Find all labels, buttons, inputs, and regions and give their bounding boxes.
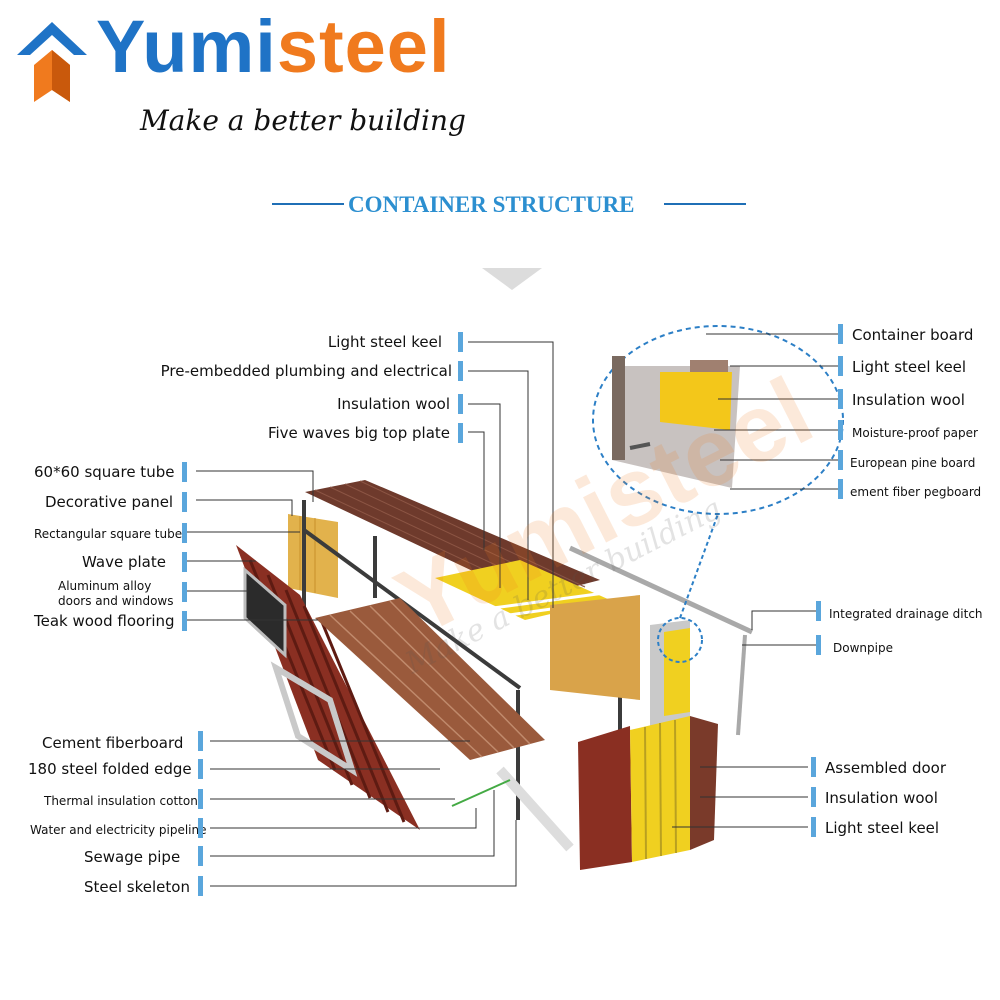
label-decorative-panel: Decorative panel — [45, 493, 174, 511]
brand-primary: Yumi — [96, 5, 277, 88]
window-frame — [270, 661, 358, 777]
label-light-steel-keel-top: Light steel keel — [327, 333, 442, 351]
label-bar — [811, 817, 816, 837]
detail-zoom-circle — [592, 325, 844, 515]
teak-floor — [315, 598, 545, 760]
leader-lines — [186, 333, 840, 887]
label-doors-and-windows: doors and windows — [58, 594, 174, 608]
wall-section-detail — [612, 356, 740, 488]
label-bar — [838, 324, 843, 344]
label-bar — [838, 420, 843, 440]
label-bar — [838, 450, 843, 470]
label-thermal-insulation-cotton: Thermal insulation cotton — [44, 794, 198, 808]
brand-name: Yumisteel — [96, 10, 451, 84]
label-light-steel-keel-door: Light steel keel — [825, 819, 940, 837]
label-light-steel-keel-detail: Light steel keel — [852, 358, 967, 376]
label-bar — [198, 818, 203, 838]
slogan: Make a better building — [140, 104, 466, 137]
label-cement-fiberboard: Cement fiberboard — [42, 734, 184, 752]
side-insulation — [664, 628, 690, 716]
label-five-waves-top-plate: Five waves big top plate — [267, 424, 450, 442]
label-fiber-pegboard: ement fiber pegboard — [850, 485, 982, 499]
label-container-board: Container board — [852, 326, 974, 344]
wave-plate-wall — [236, 545, 420, 830]
label-bar — [838, 479, 843, 499]
logo-icon — [17, 22, 87, 102]
brand-accent: steel — [276, 5, 451, 88]
label-bar — [182, 552, 187, 572]
down-arrow-icon — [482, 268, 542, 290]
label-sewage-pipe: Sewage pipe — [84, 848, 181, 866]
label-bar — [198, 759, 203, 779]
title-rule-right — [664, 203, 746, 205]
label-bar — [182, 492, 187, 512]
drainage-ditch — [568, 545, 754, 635]
detail-focus-circle — [657, 617, 703, 663]
label-bar — [458, 332, 463, 352]
pipelines — [451, 766, 574, 852]
label-bar — [198, 846, 203, 866]
label-teak-wood-flooring: Teak wood flooring — [34, 612, 175, 630]
label-european-pine-board: European pine board — [850, 456, 976, 470]
label-bar — [182, 462, 187, 482]
label-bar — [198, 731, 203, 751]
label-bar — [182, 582, 187, 602]
label-bar — [811, 787, 816, 807]
label-moisture-proof-paper: Moisture-proof paper — [852, 426, 978, 440]
section-title: CONTAINER STRUCTURE — [348, 192, 635, 217]
assembled-door — [578, 716, 718, 870]
label-aluminum-alloy: Aluminum alloy — [58, 579, 152, 593]
title-rule-left — [272, 203, 344, 205]
label-bar — [198, 876, 203, 896]
label-wave-plate: Wave plate — [82, 553, 166, 571]
label-rectangular-square-tube: Rectangular square tube — [34, 527, 183, 541]
label-bar — [198, 789, 203, 809]
label-insulation-wool-top: Insulation wool — [337, 395, 450, 413]
label-water-electricity-pipeline: Water and electricity pipeline — [30, 823, 207, 837]
label-square-tube: 60*60 square tube — [34, 463, 175, 481]
label-insulation-wool-door: Insulation wool — [825, 789, 938, 807]
label-bar — [458, 423, 463, 443]
label-bar — [838, 389, 843, 409]
label-bar — [458, 394, 463, 414]
label-assembled-door: Assembled door — [825, 759, 946, 777]
label-bar — [182, 611, 187, 631]
decorative-panel — [288, 514, 338, 598]
downpipe — [736, 634, 747, 736]
label-steel-skeleton: Steel skeleton — [84, 878, 190, 896]
label-pre-embedded-plumbing: Pre-embedded plumbing and electrical — [160, 362, 452, 380]
label-bar — [838, 356, 843, 376]
label-bar — [816, 601, 821, 621]
pine-board-wall — [550, 595, 640, 700]
label-integrated-drainage-ditch: Integrated drainage ditch — [829, 607, 983, 621]
label-bar — [182, 523, 187, 543]
label-downpipe: Downpipe — [833, 641, 893, 655]
label-bar — [816, 635, 821, 655]
label-bar — [458, 361, 463, 381]
label-bar — [811, 757, 816, 777]
label-steel-folded-edge: 180 steel folded edge — [28, 760, 192, 778]
label-insulation-wool-detail: Insulation wool — [852, 391, 965, 409]
